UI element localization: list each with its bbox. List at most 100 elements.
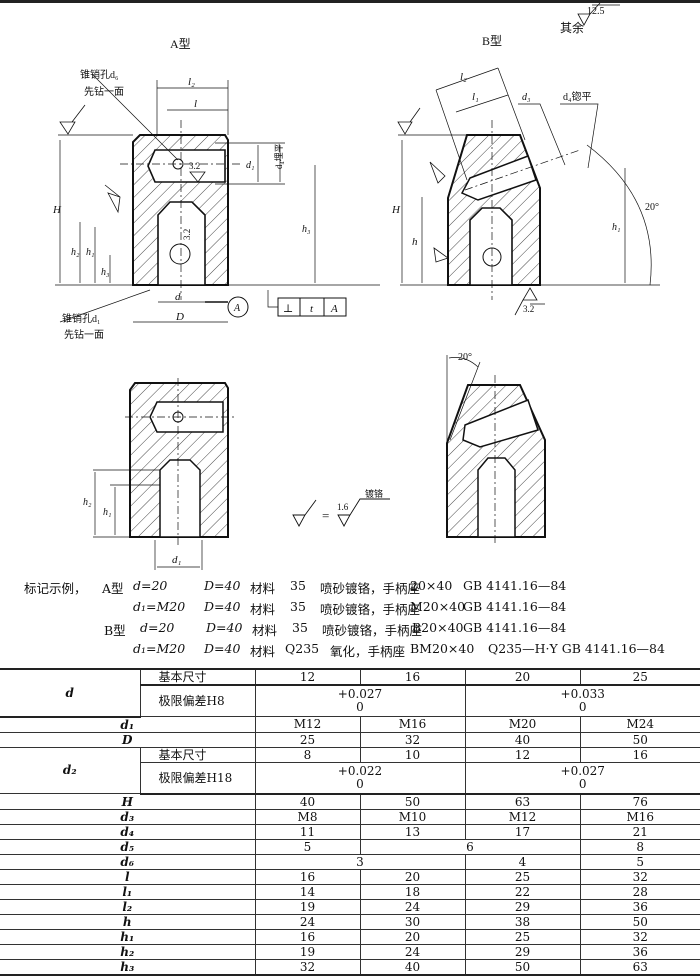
row-label: H xyxy=(0,794,255,810)
symbol-equals: = xyxy=(322,508,329,523)
cell: 10 xyxy=(360,747,465,762)
row-label: h xyxy=(0,914,255,929)
dim-h1-lower: h₁ xyxy=(103,507,111,518)
cell: 30 xyxy=(360,914,465,929)
dim-d4-a: d₄埋平 xyxy=(274,143,284,169)
table-row-d-basic: d 基本尺寸 12 16 20 25 xyxy=(0,669,700,685)
cell: 19 xyxy=(255,944,360,959)
cell: M12 xyxy=(465,809,580,824)
dim-H-a: H xyxy=(52,204,62,216)
row-label-d2: d₂ xyxy=(0,747,140,794)
example-material-label: 材料 xyxy=(250,641,275,660)
cell: 20 xyxy=(360,869,465,884)
cell: 25 xyxy=(580,669,700,685)
cell: 12 xyxy=(255,669,360,685)
row-label-d: d xyxy=(0,669,140,717)
type-b-lower-view xyxy=(447,355,545,545)
type-a-title: A型 xyxy=(170,37,191,51)
dim-l: l xyxy=(194,98,197,110)
dim-d3-b: d₃ xyxy=(522,92,531,103)
example-material: 35 xyxy=(292,620,308,635)
cell: M16 xyxy=(580,809,700,824)
cell: 16 xyxy=(255,929,360,944)
example-treatment: 喷砂镀铬，手柄座 xyxy=(322,620,422,639)
cell: M8 xyxy=(255,809,360,824)
example-material: 35 xyxy=(290,578,306,593)
cell: 25 xyxy=(465,869,580,884)
type-a-section-view xyxy=(55,74,380,322)
example-standard: GB 4141.16—84 xyxy=(463,599,566,614)
example-dim: d₁=M20 xyxy=(133,599,185,614)
rest-roughness-value: 12.5 xyxy=(587,6,605,17)
cell: 17 xyxy=(465,824,580,839)
cell: 16 xyxy=(580,747,700,762)
example-D: D=40 xyxy=(204,641,240,656)
example-designation: BM20×40 xyxy=(410,641,474,656)
dim-d1-lower: d₁ xyxy=(172,554,182,566)
type-b-title: B型 xyxy=(482,34,502,48)
cell: 3 xyxy=(255,854,465,869)
cell: 29 xyxy=(465,899,580,914)
cell: 8 xyxy=(255,747,360,762)
cell: 24 xyxy=(360,944,465,959)
row-label: d₆ xyxy=(0,854,255,869)
example-designation: 20×40 xyxy=(410,578,452,593)
cell: M10 xyxy=(360,809,465,824)
table-row-d1: d₁ M12 M16 M20 M24 xyxy=(0,717,700,733)
cell: 40 xyxy=(360,959,465,975)
cell: 40 xyxy=(465,732,580,747)
dim-D-a: D xyxy=(175,311,184,323)
cell: 5 xyxy=(255,839,360,854)
cell: 6 xyxy=(360,839,580,854)
cell: 40 xyxy=(255,794,360,810)
tolerance-label: 极限偏差H18 xyxy=(140,762,255,794)
drill-one-side-bottom-label: 先钻一面 xyxy=(64,328,104,341)
cell: 63 xyxy=(465,794,580,810)
cell: M12 xyxy=(255,717,360,733)
dim-d1-a: d₁ xyxy=(246,160,254,171)
example-standard: GB 4141.16—84 xyxy=(463,620,566,635)
cell: 63 xyxy=(580,959,700,975)
row-label: d₃ xyxy=(0,809,255,824)
example-dim: d₁=M20 xyxy=(133,641,185,656)
dim-h2-a: h₂ xyxy=(71,247,80,258)
example-D: D=40 xyxy=(204,578,240,593)
cell: 38 xyxy=(465,914,580,929)
row-label: d₄ xyxy=(0,824,255,839)
tol-lower: 0 xyxy=(466,778,700,791)
row-label: l xyxy=(0,869,255,884)
cell: 22 xyxy=(465,884,580,899)
tol-lower: 0 xyxy=(256,778,465,791)
marking-example: 标记示例， A型 d=20 D=40 材料 35 喷砂镀铬，手柄座 20×40 … xyxy=(0,578,700,658)
tol-lower: 0 xyxy=(466,701,700,714)
cell: 32 xyxy=(580,929,700,944)
cell: M20 xyxy=(465,717,580,733)
row-label: l₂ xyxy=(0,899,255,914)
cell: 50 xyxy=(360,794,465,810)
dim-l2-b: l₂ xyxy=(460,71,467,83)
example-D: D=40 xyxy=(206,620,242,635)
cell: 32 xyxy=(360,732,465,747)
cell: 14 xyxy=(255,884,360,899)
dim-l1-b: l₁ xyxy=(472,91,479,103)
dim-h2-lower: h₂ xyxy=(83,497,92,508)
dim-d-a: d xyxy=(175,291,181,303)
roughness-3-2-b: 3.2 xyxy=(523,304,534,314)
row-label: d₅ xyxy=(0,839,255,854)
angle-20-lower: 20° xyxy=(458,352,472,363)
cell: M24 xyxy=(580,717,700,733)
cell: 19 xyxy=(255,899,360,914)
dim-h3-a-left: h₃ xyxy=(101,267,110,278)
example-type: A型 xyxy=(102,578,124,597)
example-dim: d=20 xyxy=(133,578,167,593)
row-label: h₁ xyxy=(0,929,255,944)
example-treatment: 氧化，手柄座 xyxy=(330,641,405,660)
basic-size-label: 基本尺寸 xyxy=(140,747,255,762)
